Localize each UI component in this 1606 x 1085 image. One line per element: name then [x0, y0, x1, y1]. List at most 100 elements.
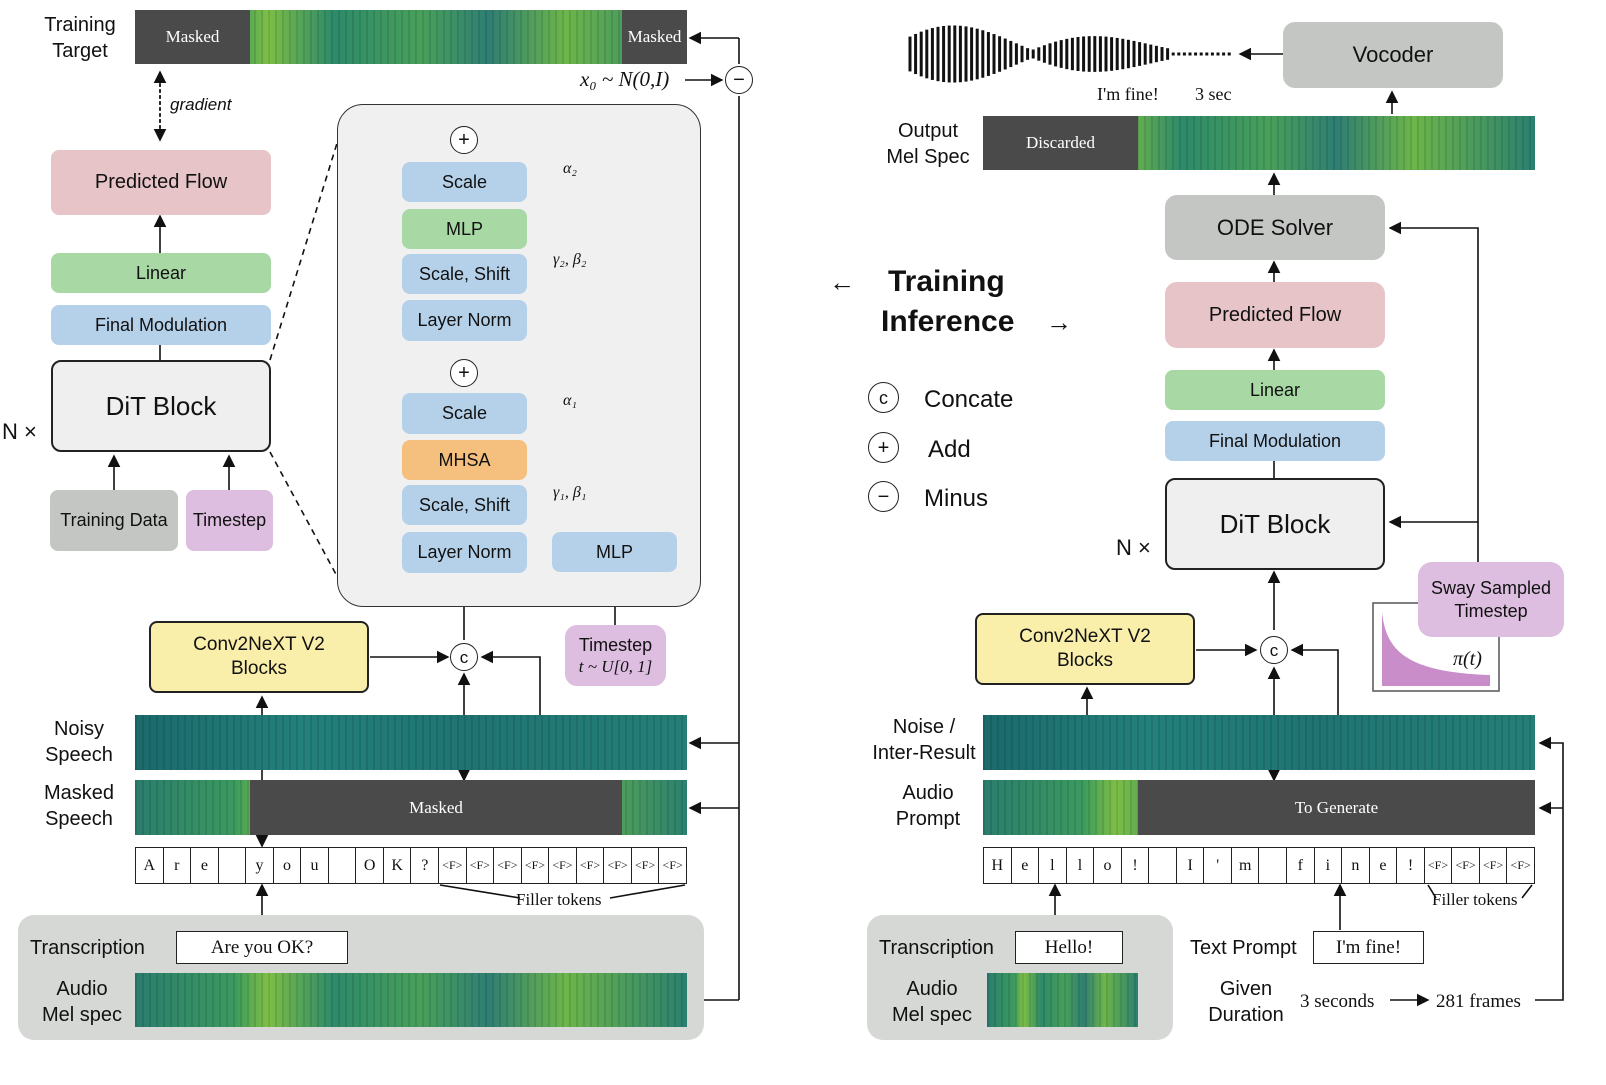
inference-token: o — [1094, 848, 1122, 883]
vocoder-box: Vocoder — [1283, 22, 1503, 88]
output-mel-label: Output Mel Spec — [886, 120, 970, 168]
legend-add-icon: + — [868, 432, 899, 463]
to-generate-region: To Generate — [1138, 780, 1535, 835]
training-data-box: Training Data — [50, 490, 178, 551]
training-token: r — [164, 848, 192, 883]
inference-token: ! — [1122, 848, 1150, 883]
inference-token: f — [1287, 848, 1315, 883]
inference-token: <F> — [1510, 858, 1531, 872]
filler-tokens-left: Filler tokens — [516, 890, 602, 909]
pi-t-label: π(t) — [1453, 648, 1482, 670]
inference-token: ! — [1397, 848, 1425, 883]
concat-node-right: c — [1260, 636, 1288, 664]
add-node-bottom: + — [450, 359, 478, 387]
training-token: A — [136, 848, 164, 883]
noise-spectrogram — [983, 715, 1535, 770]
target-masked-right: Masked — [622, 10, 687, 64]
masked-speech-mask: Masked — [250, 780, 622, 835]
training-token: <F> — [662, 858, 683, 872]
detail-layer-norm-2: Layer Norm — [402, 300, 527, 341]
output-discarded: Discarded — [983, 116, 1138, 170]
wave-caption-text: I'm fine! — [1097, 84, 1159, 104]
training-token: u — [301, 848, 329, 883]
gradient-label: gradient — [170, 95, 232, 114]
inference-token: l — [1039, 848, 1067, 883]
training-predicted-flow: Predicted Flow — [51, 150, 271, 215]
training-token: K — [384, 848, 412, 883]
legend-concat-label: Concate — [924, 386, 1014, 413]
legend-left-arrow: ← — [829, 267, 855, 297]
given-duration-label: Given Duration — [1208, 978, 1284, 1026]
filler-tokens-right: Filler tokens — [1432, 890, 1518, 909]
inference-audio-mel-label: Audio Mel spec — [891, 978, 973, 1026]
detail-mlp: MLP — [402, 209, 527, 249]
noise-formula: x₀ ~ N(0,I) — [580, 67, 670, 91]
noisy-speech-spectrogram — [135, 715, 687, 770]
masked-speech-label: Masked Speech — [43, 782, 115, 830]
noise-inter-label: Noise / Inter-Result — [872, 716, 976, 764]
minus-node: − — [725, 66, 753, 94]
training-token: ? — [411, 848, 440, 883]
training-transcription-value: Are you OK? — [176, 931, 348, 964]
gamma2-beta2-label: γ₂, β₂ — [553, 251, 587, 268]
legend-training: Training — [888, 265, 1005, 298]
training-target-label: Training Target — [44, 14, 116, 62]
training-audio-mel-label: Audio Mel spec — [41, 978, 123, 1026]
inference-token: n — [1342, 848, 1370, 883]
training-token: <F> — [549, 848, 577, 883]
text-prompt-value: I'm fine! — [1313, 931, 1424, 964]
inference-predicted-flow: Predicted Flow — [1165, 282, 1385, 348]
timestep-dist-formula: t ~ U[0, 1] — [578, 657, 653, 677]
target-masked-left: Masked — [135, 10, 250, 64]
inference-token: <F> — [1425, 848, 1453, 883]
inference-token: e — [1370, 848, 1398, 883]
inference-transcription-value: Hello! — [1015, 931, 1123, 964]
training-convnext: Conv2NeXT V2 Blocks — [149, 621, 369, 693]
detail-scale-1: Scale — [402, 393, 527, 434]
timestep-dist-label: Timestep — [578, 634, 653, 655]
training-dit-block: DiT Block — [51, 360, 271, 452]
inference-linear: Linear — [1165, 370, 1385, 410]
legend-concat-icon: c — [868, 382, 899, 413]
training-audio-mel-spectrogram — [135, 973, 687, 1027]
ode-solver-box: ODE Solver — [1165, 195, 1385, 260]
concat-node-left: c — [450, 643, 478, 671]
audio-prompt-label: Audio Prompt — [895, 782, 961, 830]
inference-token — [1259, 848, 1288, 883]
training-token — [219, 848, 247, 883]
legend-right-arrow: → — [1046, 307, 1072, 337]
text-prompt-label: Text Prompt — [1190, 937, 1297, 959]
duration-frames: 281 frames — [1436, 991, 1521, 1012]
inference-token: <F> — [1452, 848, 1480, 883]
inference-n-times: N × — [1116, 535, 1151, 560]
detail-mhsa: MHSA — [402, 440, 527, 480]
training-token: <F> — [632, 848, 660, 883]
inference-convnext: Conv2NeXT V2 Blocks — [975, 613, 1195, 685]
training-token: e — [191, 848, 219, 883]
legend-minus-label: Minus — [924, 485, 989, 512]
training-token: o — [274, 848, 302, 883]
training-token: <F> — [494, 848, 522, 883]
training-linear: Linear — [51, 253, 271, 293]
output-waveform — [908, 25, 1231, 83]
inference-token: ' — [1204, 848, 1232, 883]
inference-token: m — [1232, 848, 1260, 883]
legend-add-label: Add — [928, 436, 971, 463]
inference-token: i — [1315, 848, 1343, 883]
inference-token: H — [984, 848, 1012, 883]
inference-token: l — [1067, 848, 1095, 883]
training-token: O — [356, 848, 384, 883]
training-timestep-box: Timestep — [186, 490, 273, 551]
training-token: <F> — [577, 848, 605, 883]
duration-seconds: 3 seconds — [1300, 991, 1375, 1012]
training-token: <F> — [467, 848, 495, 883]
noisy-speech-label: Noisy Speech — [45, 718, 113, 766]
inference-token: I — [1177, 848, 1205, 883]
add-node-top: + — [450, 126, 478, 154]
detail-scale-shift-1: Scale, Shift — [402, 485, 527, 525]
training-token: <F> — [522, 848, 550, 883]
training-n-times: N × — [2, 419, 37, 444]
